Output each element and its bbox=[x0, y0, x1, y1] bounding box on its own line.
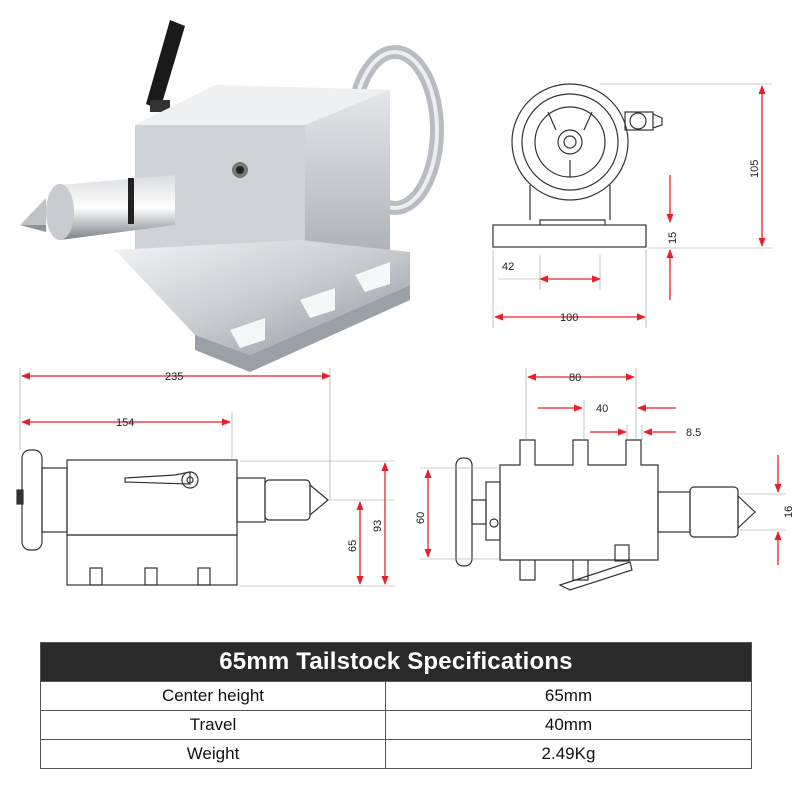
dim-93: 93 bbox=[372, 520, 384, 532]
dim-235: 235 bbox=[165, 371, 183, 383]
spec-label: Weight bbox=[40, 739, 386, 769]
dim-60: 60 bbox=[415, 512, 427, 524]
spec-value: 40mm bbox=[385, 710, 752, 740]
front-view-drawing bbox=[492, 83, 663, 248]
top-view-dimensions bbox=[420, 368, 786, 565]
spec-label: Center height bbox=[40, 681, 386, 711]
dim-154: 154 bbox=[116, 417, 134, 429]
spec-label: Travel bbox=[40, 710, 386, 740]
spec-table-title: 65mm Tailstock Specifications bbox=[40, 642, 752, 682]
dim-80: 80 bbox=[569, 372, 581, 384]
spec-table: 65mm Tailstock Specifications Center hei… bbox=[40, 642, 752, 769]
dim-42: 42 bbox=[502, 261, 514, 273]
spec-table-header: 65mm Tailstock Specifications bbox=[40, 642, 752, 682]
dim-40: 40 bbox=[596, 403, 608, 415]
dim-15: 15 bbox=[667, 232, 679, 244]
dim-65: 65 bbox=[347, 540, 359, 552]
table-row: Weight 2.49Kg bbox=[40, 739, 752, 769]
dim-16: 16 bbox=[783, 506, 795, 518]
dim-100: 100 bbox=[560, 312, 578, 324]
front-view-dimensions bbox=[492, 83, 772, 328]
side-view-drawing bbox=[16, 449, 329, 586]
spec-value: 65mm bbox=[385, 681, 752, 711]
table-row: Travel 40mm bbox=[40, 710, 752, 740]
top-view-drawing bbox=[455, 439, 756, 591]
side-view-dimensions bbox=[19, 368, 395, 587]
table-row: Center height 65mm bbox=[40, 681, 752, 711]
dim-8-5: 8.5 bbox=[686, 427, 701, 439]
tailstock-photo bbox=[20, 20, 444, 372]
dim-105: 105 bbox=[749, 160, 761, 178]
spec-value: 2.49Kg bbox=[385, 739, 752, 769]
